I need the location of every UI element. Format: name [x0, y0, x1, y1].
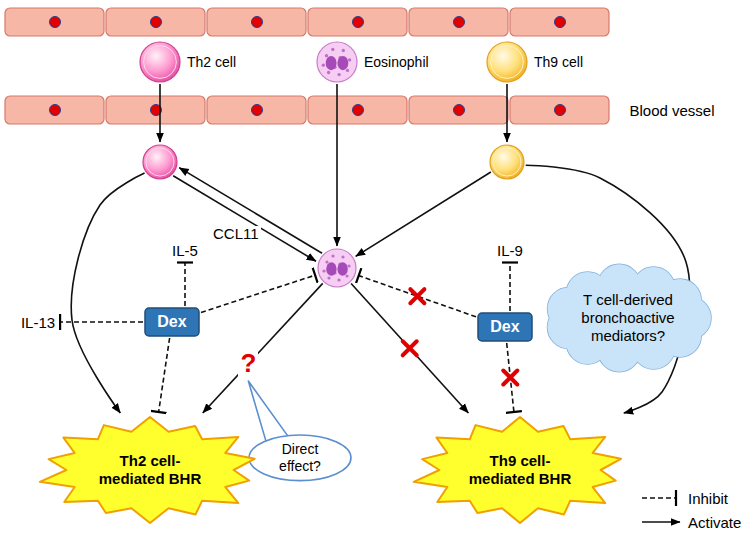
- endothelial-cell: [5, 8, 104, 36]
- text-label: IL-13: [21, 314, 55, 331]
- activation-connector: [159, 84, 161, 142]
- legend: InhibitActivate: [640, 486, 741, 534]
- node-shape: [316, 41, 358, 83]
- callout-bubble: Direct effect?: [248, 434, 352, 482]
- cross-mark: [503, 371, 517, 385]
- inhibition-line: [509, 263, 511, 312]
- response-starburst: Th9 cell-mediated BHR: [409, 415, 631, 525]
- endothelial-cell: [207, 8, 306, 36]
- activation-connector: [179, 168, 322, 254]
- inhibition-line: [184, 263, 186, 307]
- node-text: Th9 cell-mediated BHR: [459, 452, 581, 488]
- node-shape: [139, 41, 181, 83]
- activation-connector: [336, 84, 338, 246]
- mediator-cloud: T cell-derived bronchoactive mediators?: [543, 262, 713, 374]
- endothelial-cell: [308, 96, 407, 124]
- inhibition-connector: [159, 338, 170, 412]
- cell-label: Th2 cell: [187, 54, 236, 70]
- endothelial-cell: [5, 96, 104, 124]
- cross-mark: [403, 341, 417, 355]
- legend-row: Inhibit: [640, 486, 741, 510]
- legend-text: Activate: [688, 514, 741, 531]
- response-starburst: Th2 cell-mediated BHR: [35, 415, 265, 525]
- node-text: T cell-derived bronchoactive mediators?: [568, 291, 688, 345]
- text-label: IL-9: [497, 242, 523, 259]
- edge-label: CCL11: [211, 226, 261, 243]
- text-label: Blood vessel: [629, 102, 714, 119]
- activation-connector: [351, 284, 468, 413]
- endothelial-cell: [308, 8, 407, 36]
- legend-sample: [640, 490, 684, 506]
- drug-box: Dex: [144, 307, 200, 337]
- endothelial-cell: [510, 8, 609, 36]
- th2-cell: [142, 144, 178, 180]
- drug-box: Dex: [477, 312, 533, 342]
- endothelial-cell: [510, 96, 609, 124]
- cell-label: Eosinophil: [364, 54, 429, 70]
- activation-connector: [71, 173, 144, 413]
- endothelial-cell: [409, 8, 508, 36]
- legend-row: Activate: [640, 510, 741, 534]
- legend-sample: [640, 514, 684, 530]
- endothelial-cell: [409, 96, 508, 124]
- node-text: Dex: [490, 317, 519, 336]
- eosinophil-cell: [317, 248, 357, 288]
- activation-connector: [506, 84, 508, 142]
- th9-cell: Th9 cell: [486, 41, 528, 83]
- inhibition-connector: [201, 275, 315, 312]
- endothelial-cell: [207, 96, 306, 124]
- cross-mark: [410, 289, 424, 303]
- text-label: IL-5: [172, 242, 198, 259]
- edge-label: ?: [238, 349, 258, 378]
- endothelial-cell: [106, 96, 205, 124]
- activation-connector: [203, 283, 323, 413]
- endothelial-cell: [106, 8, 205, 36]
- node-text: Th2 cell-mediated BHR: [89, 452, 211, 488]
- node-shape: [142, 144, 178, 180]
- legend-text: Inhibit: [688, 490, 728, 507]
- th9-cell: [489, 144, 525, 180]
- node-text: Dex: [157, 312, 186, 331]
- node-shape: [486, 41, 528, 83]
- node-text: Direct effect?: [260, 441, 340, 475]
- th2-cell: Th2 cell: [139, 41, 181, 83]
- node-shape: [489, 144, 525, 180]
- activation-connector: [356, 172, 491, 256]
- eosinophil-cell: Eosinophil: [316, 41, 358, 83]
- node-shape: [317, 248, 357, 288]
- cell-label: Th9 cell: [534, 54, 583, 70]
- inhibition-line: [60, 321, 143, 323]
